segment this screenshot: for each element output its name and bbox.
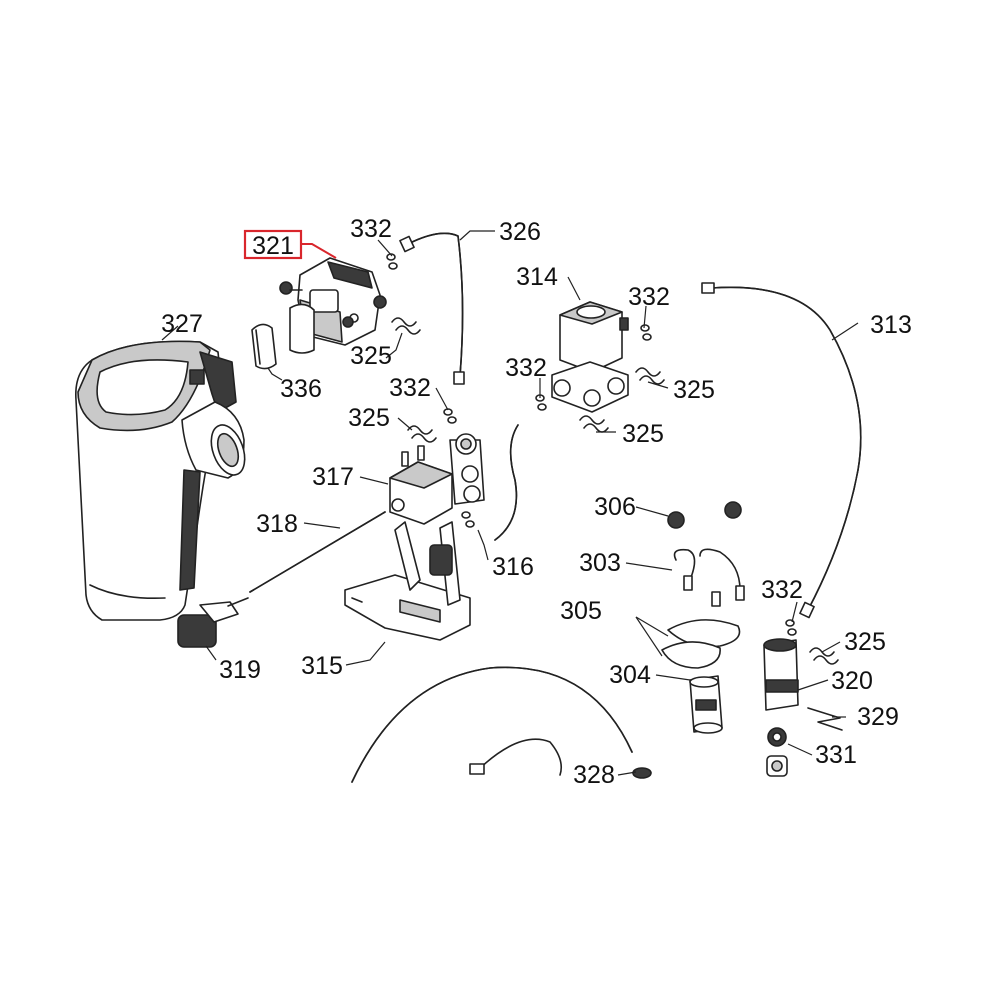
label-303: 303 [579,549,621,577]
label-318: 318 [256,510,298,538]
sensor-part-304 [689,675,723,734]
highlight-leader-line [301,243,337,259]
label-326: 326 [499,218,541,246]
rod-part-318 [249,511,386,593]
connector-part-319 [177,597,249,648]
label-306: 306 [594,493,636,521]
nut-parts-331 [766,727,788,777]
tube-part-316 [494,424,519,541]
screw-part [279,281,354,328]
label-327: 327 [161,310,203,338]
label-313: 313 [870,311,912,339]
part-labels: 321 332 326 314 332 313 327 325 336 332 … [161,215,912,789]
gasket-parts-305 [661,619,741,669]
label-317: 317 [312,463,354,491]
label-336: 336 [280,375,322,403]
tube-part-326 [399,232,465,385]
sleeve-part-336 [251,323,277,370]
label-325-lower: 325 [844,628,886,656]
label-316: 316 [492,553,534,581]
label-332-right: 332 [628,283,670,311]
label-325-valve-lower: 325 [622,420,664,448]
label-332-lower: 332 [761,576,803,604]
tube-part-313 [701,282,862,619]
cable-part-328 [351,666,652,783]
clip-part-329 [807,707,843,731]
label-319: 319 [219,656,261,684]
label-305: 305 [560,597,602,625]
label-331: 331 [815,741,857,769]
label-321: 321 [252,232,294,260]
fitting-part-320 [763,638,799,711]
label-332-valve: 332 [505,354,547,382]
screw-parts-306 [667,501,742,529]
label-320: 320 [831,667,873,695]
label-325-middle: 325 [348,404,390,432]
label-332-top: 332 [350,215,392,243]
valve-part-317 [389,433,485,525]
wire-harness-part-303 [673,548,745,607]
label-325-upper: 325 [350,342,392,370]
label-304: 304 [609,661,651,689]
o-ring-parts-332 [386,253,797,636]
label-332-middle: 332 [389,374,431,402]
bracket-part-315 [344,521,471,641]
clip-parts-325 [391,317,839,665]
label-325-valve-right: 325 [673,376,715,404]
label-329: 329 [857,703,899,731]
label-314: 314 [516,263,558,291]
milk-container-part-327 [75,340,246,621]
solenoid-valve-part-314 [551,301,629,413]
label-315: 315 [301,652,343,680]
leader-lines [161,230,859,776]
label-328: 328 [573,761,615,789]
highlighted-part-321 [289,257,387,354]
